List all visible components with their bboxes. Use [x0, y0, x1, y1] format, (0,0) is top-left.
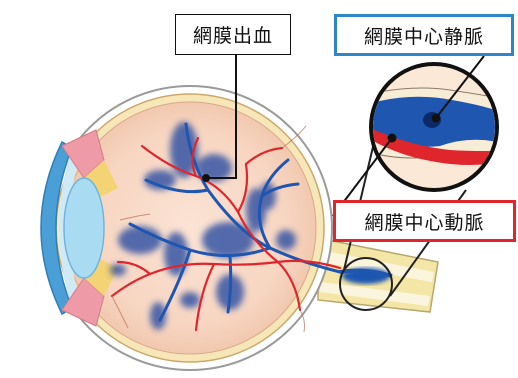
- label-central-retinal-vein: 網膜中心静脈: [334, 14, 514, 56]
- label-retinal-hemorrhage: 網膜出血: [175, 14, 291, 55]
- label-central-retinal-artery: 網膜中心動脈: [333, 200, 516, 242]
- magnified-vessel-view: [360, 64, 510, 190]
- lens: [64, 178, 104, 278]
